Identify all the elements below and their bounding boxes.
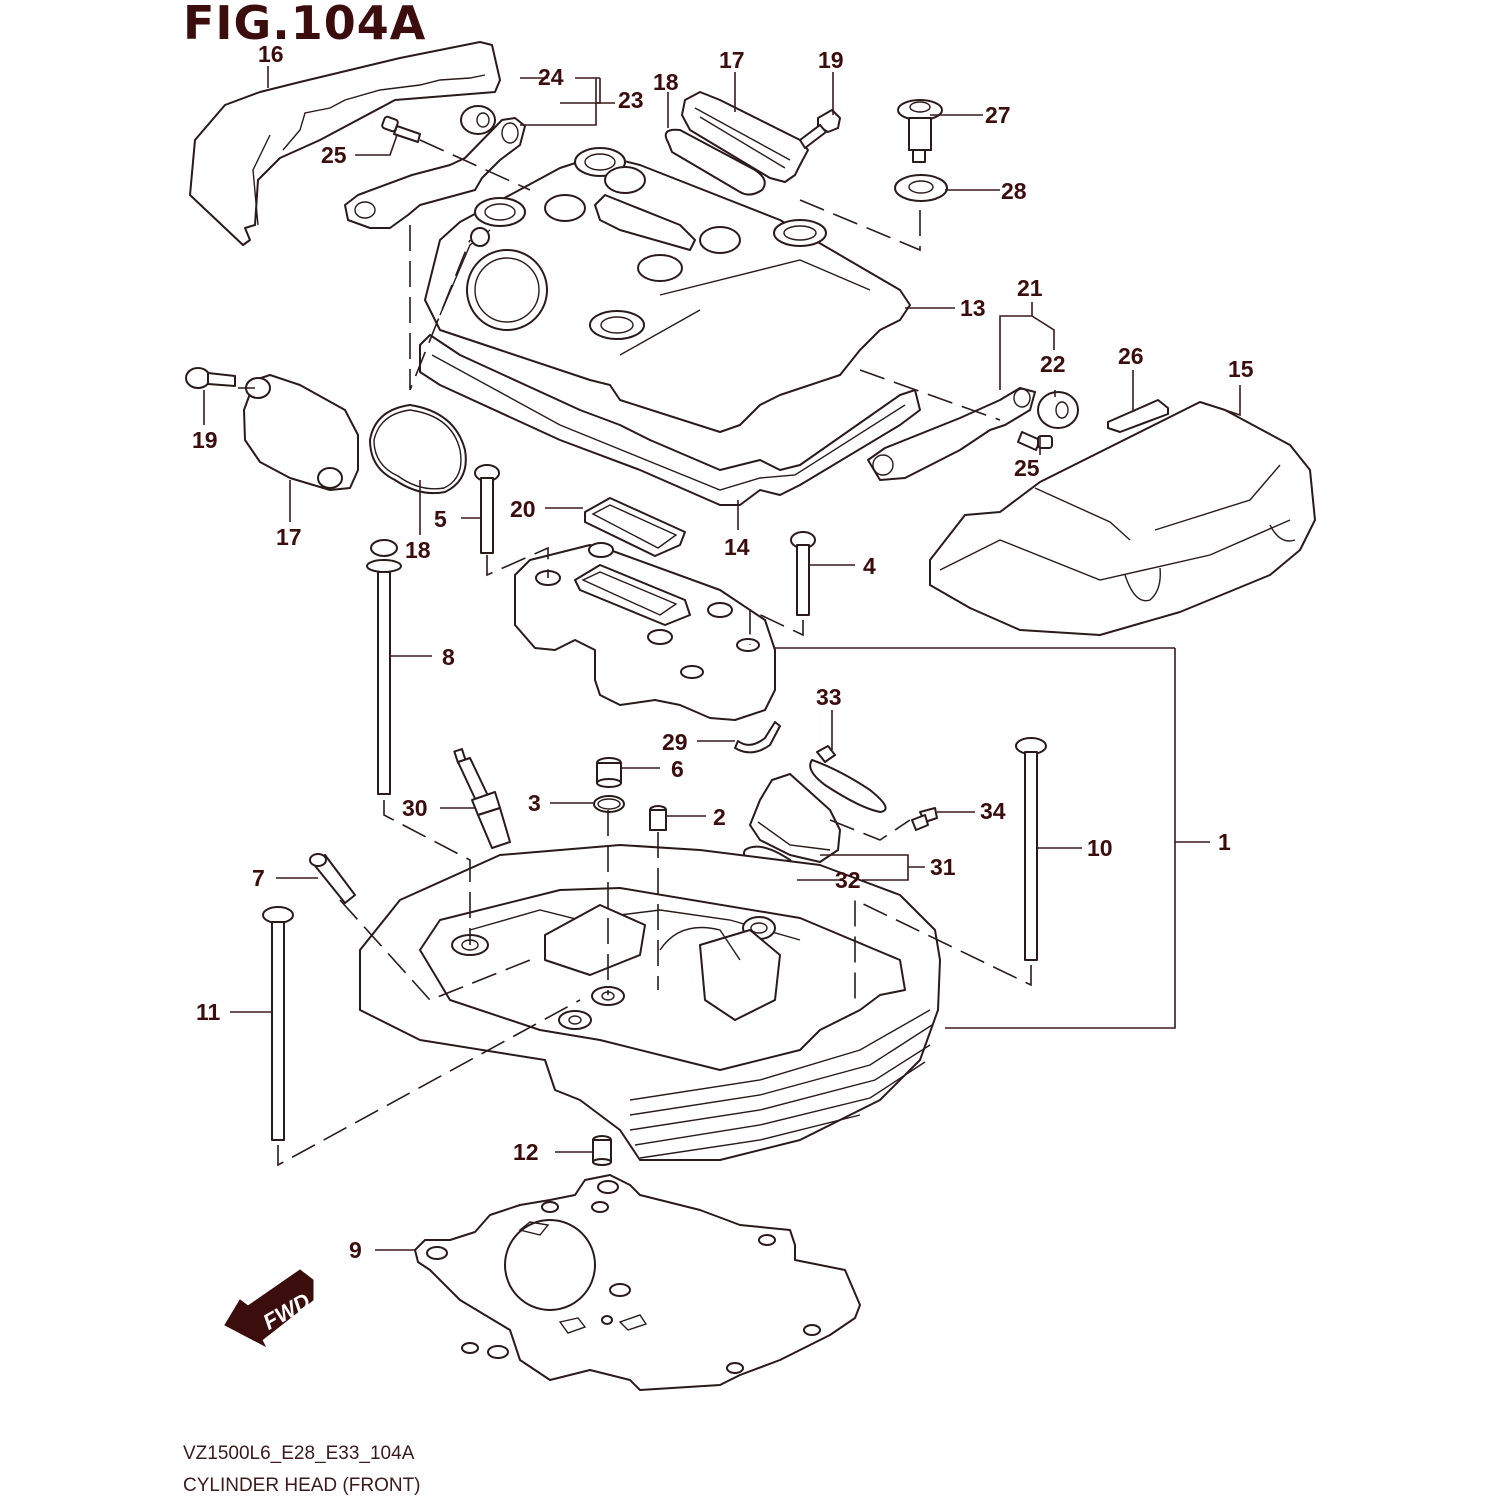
callout-31[interactable]: 31 <box>930 854 956 880</box>
part-17-cover-plate-left[interactable] <box>243 374 359 491</box>
callout-19-lower[interactable]: 19 <box>192 427 218 453</box>
part-28-washer[interactable] <box>894 174 948 202</box>
callout-labels: 1 2 3 4 5 6 7 8 9 10 11 12 13 14 15 16 1… <box>192 41 1254 1263</box>
part-31-intake-pipe[interactable] <box>749 773 841 863</box>
part-16-heat-shield[interactable] <box>189 41 501 246</box>
callout-25-lower[interactable]: 25 <box>1014 455 1040 481</box>
part-19-bolt-left[interactable] <box>185 367 236 389</box>
part-30-spark-plug[interactable] <box>453 748 511 849</box>
callout-22[interactable]: 22 <box>1040 351 1066 377</box>
callout-17-lower[interactable]: 17 <box>276 524 302 550</box>
callout-20[interactable]: 20 <box>510 496 536 522</box>
part-8-stud-bolt[interactable] <box>366 539 402 795</box>
callout-7[interactable]: 7 <box>252 865 265 891</box>
callout-32[interactable]: 32 <box>835 867 861 893</box>
part-7-stud[interactable] <box>309 853 356 904</box>
part-33-clamp[interactable] <box>809 745 887 813</box>
callout-17-upper[interactable]: 17 <box>719 47 745 73</box>
part-24-grommet[interactable] <box>460 105 496 135</box>
callout-3[interactable]: 3 <box>528 790 541 816</box>
part-6-dowel[interactable] <box>596 757 622 788</box>
part-19-bolt-upper[interactable] <box>799 109 841 149</box>
part-26-damper-pad[interactable] <box>1107 399 1169 433</box>
callout-8[interactable]: 8 <box>442 644 455 670</box>
part-14-cover-gasket[interactable] <box>419 334 921 506</box>
part-1-cylinder-head[interactable] <box>359 844 941 1161</box>
callout-6[interactable]: 6 <box>671 756 684 782</box>
part-29-clip[interactable] <box>734 721 781 754</box>
part-10-bolt[interactable] <box>1015 737 1047 961</box>
part-17-cover-plate-upper[interactable] <box>681 91 809 183</box>
part-2-dowel[interactable] <box>649 805 667 831</box>
callout-28[interactable]: 28 <box>1001 178 1027 204</box>
callout-4[interactable]: 4 <box>863 553 876 579</box>
leader-lines <box>203 66 1241 1251</box>
part-18-gasket-left[interactable] <box>369 404 467 495</box>
fwd-direction-arrow: FWD <box>224 1269 315 1348</box>
part-23-bracket[interactable] <box>344 117 526 229</box>
part-4-bolt[interactable] <box>790 531 816 616</box>
part-13-cylinder-head-cover[interactable] <box>424 147 911 433</box>
callout-25-upper[interactable]: 25 <box>321 142 347 168</box>
callout-19-upper[interactable]: 19 <box>818 47 844 73</box>
part-5-bolt[interactable] <box>474 464 500 554</box>
callout-14[interactable]: 14 <box>724 534 750 560</box>
callout-13[interactable]: 13 <box>960 295 986 321</box>
callout-24[interactable]: 24 <box>538 64 564 90</box>
part-12-dowel[interactable] <box>592 1135 612 1166</box>
callout-5[interactable]: 5 <box>434 506 447 532</box>
figure-caption: CYLINDER HEAD (FRONT) <box>183 1475 421 1496</box>
part-25-bolt-right[interactable] <box>1017 431 1053 451</box>
part-27-collar-bolt[interactable] <box>897 99 943 163</box>
callout-26[interactable]: 26 <box>1118 343 1144 369</box>
callout-15[interactable]: 15 <box>1228 356 1254 382</box>
callout-33[interactable]: 33 <box>816 684 842 710</box>
callout-27[interactable]: 27 <box>985 102 1011 128</box>
part-20-gasket[interactable] <box>584 497 686 557</box>
callout-29[interactable]: 29 <box>662 729 688 755</box>
callout-18-upper[interactable]: 18 <box>653 69 679 95</box>
part-3-o-ring[interactable] <box>593 795 625 813</box>
callout-1[interactable]: 1 <box>1218 829 1231 855</box>
callout-9[interactable]: 9 <box>349 1237 362 1263</box>
callout-21[interactable]: 21 <box>1017 275 1043 301</box>
callout-12[interactable]: 12 <box>513 1139 539 1165</box>
part-21-bracket-right[interactable] <box>867 387 1036 481</box>
part-18-gasket-upper[interactable] <box>664 128 766 196</box>
callout-2[interactable]: 2 <box>713 804 726 830</box>
callout-16[interactable]: 16 <box>258 41 284 67</box>
callout-34[interactable]: 34 <box>980 798 1006 824</box>
callout-11[interactable]: 11 <box>196 999 221 1025</box>
figure-title: FIG.104A <box>183 0 427 50</box>
part-9-head-gasket[interactable] <box>414 1174 861 1391</box>
assembly-dashed-lines <box>238 139 1032 1167</box>
model-code: VZ1500L6_E28_E33_104A <box>183 1443 415 1464</box>
part-22-grommet-right[interactable] <box>1037 391 1079 429</box>
part-15-side-cover[interactable] <box>929 401 1316 636</box>
camshaft-holder[interactable] <box>514 542 776 721</box>
part-11-bolt[interactable] <box>262 906 294 1141</box>
callout-10[interactable]: 10 <box>1087 835 1113 861</box>
callout-30[interactable]: 30 <box>402 795 428 821</box>
callout-23[interactable]: 23 <box>618 87 644 113</box>
part-34-screw[interactable] <box>911 807 938 831</box>
callout-18-lower[interactable]: 18 <box>405 537 431 563</box>
part-25-bolt-upper[interactable] <box>381 115 421 143</box>
